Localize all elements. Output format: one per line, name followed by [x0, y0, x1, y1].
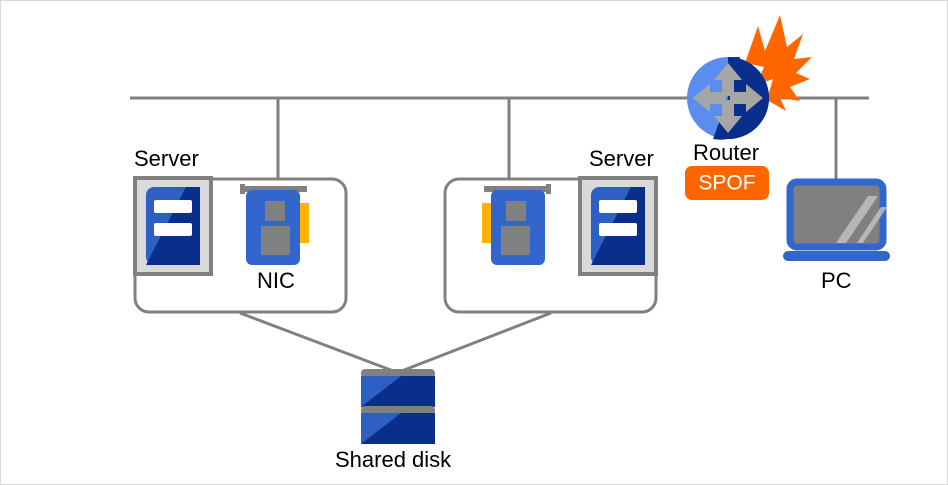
router-group[interactable]: Router SPOF	[685, 15, 812, 200]
server-right-label: Server	[589, 146, 654, 171]
nic-card-icon-right	[482, 184, 551, 265]
shared-disk-links	[239, 311, 552, 374]
spof-badge-label: SPOF	[698, 172, 755, 195]
link-server-left-to-disk	[239, 311, 397, 374]
server-tower-icon-left	[133, 176, 213, 276]
router-label: Router	[693, 140, 759, 165]
router-icon[interactable]	[687, 57, 769, 140]
pc-label: PC	[821, 268, 852, 293]
server-right-group[interactable]: Server	[443, 146, 658, 314]
server-left-label: Server	[134, 146, 199, 171]
pc-icon	[783, 178, 890, 261]
spof-badge[interactable]: SPOF	[685, 166, 769, 200]
nic-label: NIC	[257, 268, 295, 293]
shared-disk-label: Shared disk	[335, 447, 452, 472]
server-left-group[interactable]: Server NIC	[133, 146, 348, 314]
failure-burst-icon	[745, 15, 812, 111]
shared-disk-group[interactable]: Shared disk	[335, 369, 452, 472]
shared-disk-icon	[361, 369, 435, 444]
link-server-right-to-disk	[398, 311, 552, 374]
nic-card-icon-left	[240, 184, 309, 265]
pc-group[interactable]: PC	[783, 178, 890, 293]
server-tower-icon-right	[578, 176, 658, 276]
router-arrows-icon	[693, 63, 763, 133]
